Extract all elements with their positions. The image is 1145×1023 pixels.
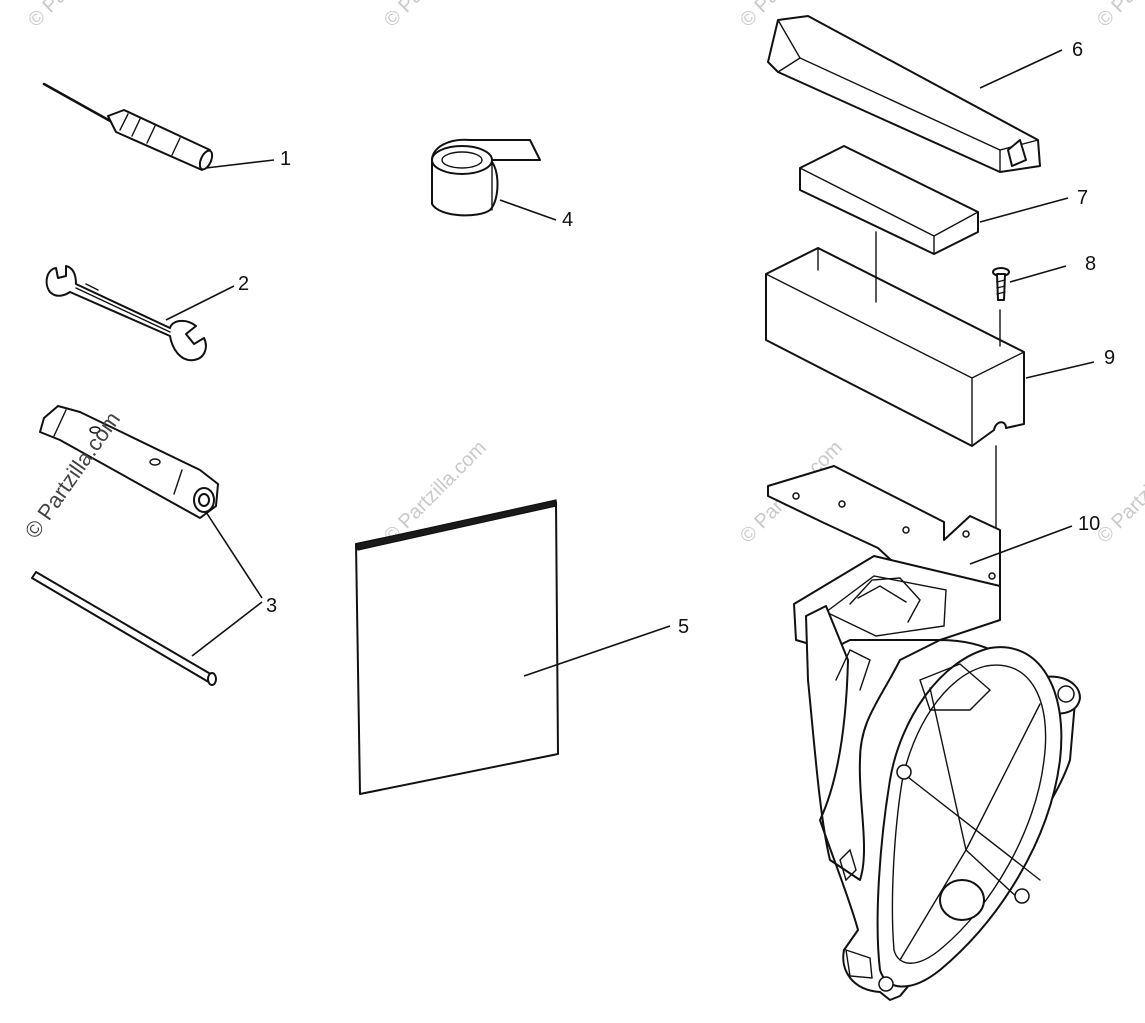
screwdriver-part[interactable] <box>42 82 215 171</box>
callout-6: 6 <box>1072 39 1083 61</box>
box-wrench-part[interactable] <box>31 405 219 686</box>
screw-part[interactable] <box>992 267 1010 301</box>
tape-roll-part[interactable] <box>431 138 541 217</box>
tool-box-lid-part[interactable] <box>767 15 1041 173</box>
tool-box-part[interactable] <box>765 231 1025 531</box>
foam-pad-part[interactable] <box>799 145 979 255</box>
watermark-text: © Partzilla.com <box>24 0 135 32</box>
leader-lines <box>165 49 1095 677</box>
wrench-part[interactable] <box>45 265 207 362</box>
callout-3: 3 <box>266 595 277 617</box>
watermark-text: © Partzilla.com <box>1093 0 1145 32</box>
watermark-text: © Partzilla.com <box>1093 437 1145 548</box>
callout-5: 5 <box>678 616 689 638</box>
manual-part[interactable] <box>355 499 559 795</box>
callout-4: 4 <box>562 209 573 231</box>
callout-2: 2 <box>238 273 249 295</box>
watermark-text: © Partzilla.com <box>380 0 491 32</box>
callout-8: 8 <box>1085 253 1096 275</box>
callout-9: 9 <box>1104 347 1115 369</box>
callout-10: 10 <box>1078 513 1100 535</box>
bracket-part[interactable] <box>767 465 1081 1001</box>
callout-1: 1 <box>280 148 291 170</box>
callout-7: 7 <box>1077 187 1088 209</box>
callouts: 1 2 3 4 5 6 7 8 9 10 <box>238 39 1115 638</box>
